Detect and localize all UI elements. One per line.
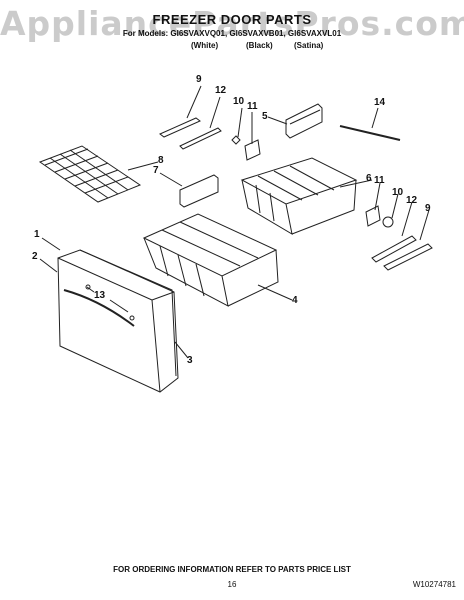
callout-6: 6 [366, 173, 372, 184]
models-line: For Models: GI6SVAXVQ01, GI6SVAXVB01, GI… [122, 29, 342, 38]
document-number: W10274781 [412, 580, 456, 589]
callout-9-right: 9 [425, 203, 431, 214]
callout-8: 8 [158, 155, 164, 166]
callout-12-left: 12 [215, 85, 227, 96]
callout-9-left: 9 [196, 74, 202, 85]
page-title: FREEZER DOOR PARTS [152, 12, 312, 27]
page-number: 16 [227, 580, 237, 589]
callout-14: 14 [374, 97, 386, 108]
callout-4: 4 [292, 295, 298, 306]
callout-7: 7 [153, 165, 159, 176]
callout-2: 2 [32, 251, 38, 262]
callout-5: 5 [262, 111, 268, 122]
callout-10-right: 10 [392, 187, 404, 198]
callout-12-right: 12 [406, 195, 418, 206]
callout-11-right: 11 [374, 175, 385, 186]
callout-1: 1 [34, 229, 40, 240]
watermark: AppliancePartsPros.com [0, 4, 464, 43]
callout-3: 3 [187, 355, 193, 366]
finish-white: (White) [191, 41, 219, 50]
callout-13: 13 [94, 290, 106, 301]
finish-satina: (Satina) [294, 41, 324, 50]
finish-black: (Black) [246, 41, 273, 50]
callout-10-left: 10 [233, 96, 245, 107]
ordering-info-footer: FOR ORDERING INFORMATION REFER TO PARTS … [113, 565, 351, 574]
callout-11-left: 11 [247, 101, 258, 112]
